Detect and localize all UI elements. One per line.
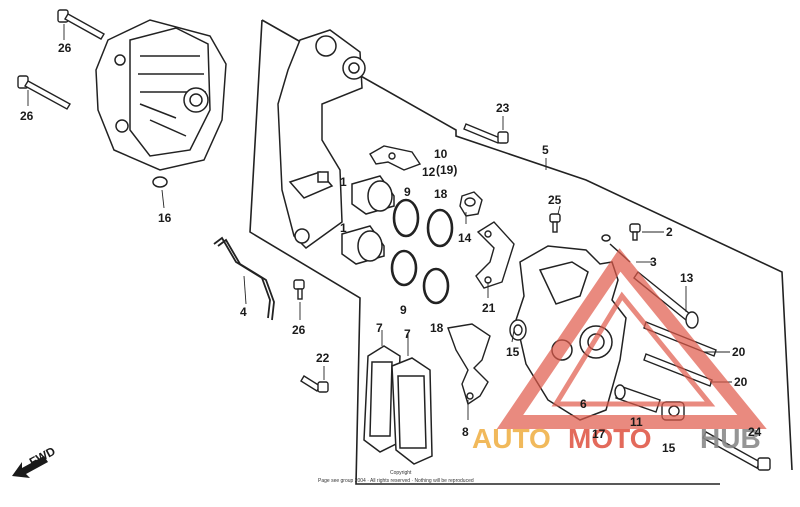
bolt-22 bbox=[300, 375, 329, 393]
callout-c12: 12 bbox=[422, 165, 436, 179]
bolt-26-upper bbox=[57, 9, 105, 40]
brake-pad-7-right bbox=[391, 357, 433, 465]
callout-c10: 10 bbox=[434, 147, 448, 161]
sleeve-11 bbox=[614, 384, 661, 413]
bolt-24 bbox=[702, 431, 771, 471]
callout-c21: 21 bbox=[482, 301, 496, 315]
callout-c16: 16 bbox=[158, 211, 172, 225]
pin-20-lower bbox=[643, 353, 713, 387]
seal-18-lower bbox=[422, 267, 450, 305]
callout-c9b: 9 bbox=[400, 303, 407, 317]
callout-c3: 3 bbox=[650, 255, 657, 269]
callout-c18a: 18 bbox=[434, 187, 448, 201]
footer-note: Page see group 2004 · All rights reserve… bbox=[318, 478, 474, 484]
fwd-label: FWD bbox=[27, 444, 58, 469]
callout-c7a: 7 bbox=[376, 321, 383, 335]
callout-c25: 25 bbox=[548, 193, 562, 207]
spring-4 bbox=[213, 236, 275, 321]
callout-c14: 14 bbox=[458, 231, 472, 245]
bolt-25 bbox=[549, 213, 561, 233]
bleeder-14 bbox=[459, 191, 483, 217]
caliper-bracket bbox=[277, 29, 366, 249]
callout-c23: 23 bbox=[496, 101, 510, 115]
callout-c9a: 9 bbox=[404, 185, 411, 199]
callout-c5: 5 bbox=[542, 143, 549, 157]
callout-c26c: 26 bbox=[292, 323, 306, 337]
piston-1-upper bbox=[351, 175, 395, 215]
callout-c13: 13 bbox=[680, 271, 694, 285]
callout-c1b: 1 bbox=[340, 221, 347, 235]
callout-c17: 17 bbox=[592, 427, 606, 441]
seal-9-lower bbox=[390, 249, 418, 287]
clip-10 bbox=[369, 145, 422, 171]
boot-15-upper bbox=[509, 319, 527, 341]
seal-18-upper bbox=[426, 208, 454, 248]
bolt-23 bbox=[463, 123, 509, 144]
bracket-21 bbox=[475, 221, 515, 289]
callout-c26a: 26 bbox=[58, 41, 72, 55]
callout-c1a: 1 bbox=[340, 175, 347, 189]
watermark-hub: HUB bbox=[700, 423, 761, 454]
callout-c11: 11 bbox=[630, 415, 643, 429]
bolt-26-lower bbox=[17, 75, 71, 110]
bolt-26-middle bbox=[293, 279, 305, 300]
caliper-body-16 bbox=[95, 19, 227, 188]
callout-c7b: 7 bbox=[404, 327, 411, 341]
watermark-moto: MOTO bbox=[568, 423, 651, 454]
callout-c6: 6 bbox=[580, 397, 587, 411]
callout-c20b: 20 bbox=[734, 375, 748, 389]
seal-9-upper bbox=[392, 198, 420, 238]
callout-c20a: 20 bbox=[732, 345, 746, 359]
watermark-text: AUTO MOTO HUB bbox=[472, 423, 761, 454]
callout-c26b: 26 bbox=[20, 109, 34, 123]
callout-c19: (19) bbox=[436, 163, 457, 177]
watermark-auto: AUTO bbox=[472, 423, 551, 454]
assembly-outline bbox=[249, 19, 793, 485]
callout-c15b: 15 bbox=[662, 441, 676, 455]
callout-c4: 4 bbox=[240, 305, 247, 319]
callout-c2: 2 bbox=[666, 225, 673, 239]
watermark-logo bbox=[496, 248, 767, 429]
piston-1-lower bbox=[341, 225, 385, 265]
screw-2 bbox=[629, 223, 641, 241]
callout-c22: 22 bbox=[316, 351, 330, 365]
pad-spring-8 bbox=[447, 323, 491, 406]
callout-c15a: 15 bbox=[506, 345, 520, 359]
fwd-arrow bbox=[12, 456, 48, 478]
callout-c8: 8 bbox=[462, 425, 469, 439]
callout-c18b: 18 bbox=[430, 321, 444, 335]
callout-c24: 24 bbox=[748, 425, 762, 439]
copyright-label: Copyright bbox=[390, 470, 412, 476]
